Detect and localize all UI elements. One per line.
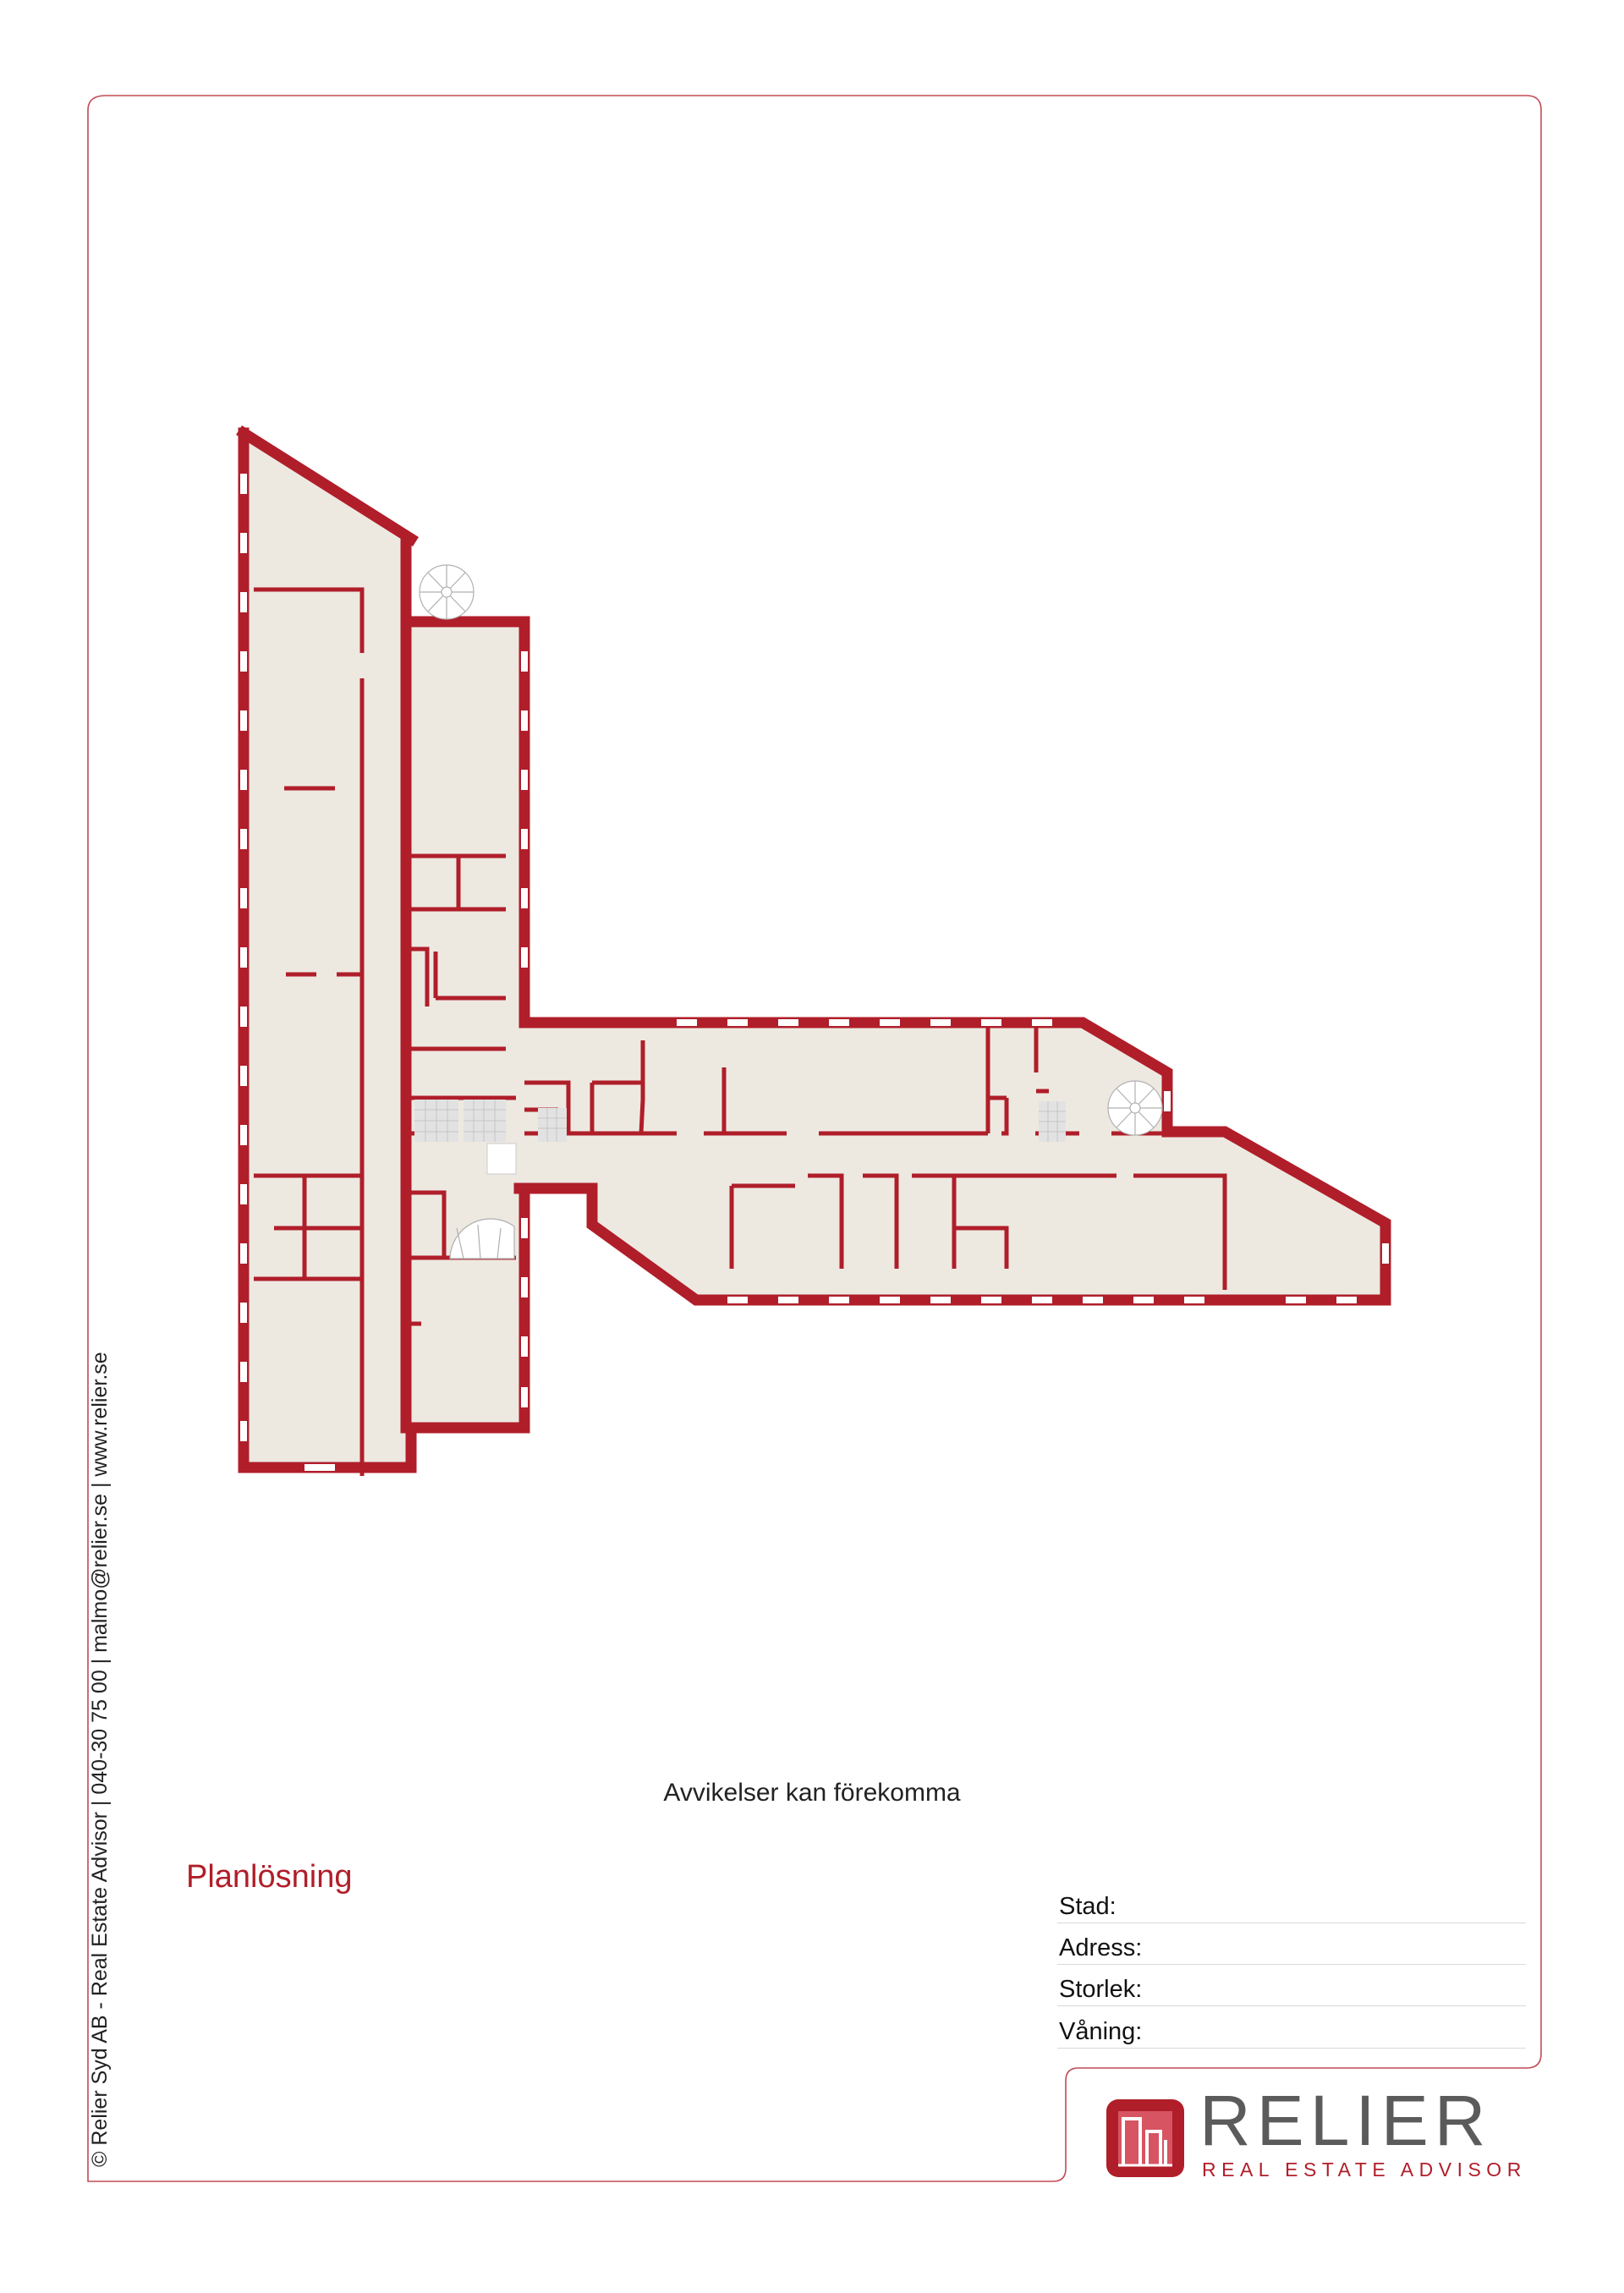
page-frame [87,95,1542,2182]
west-wing-floor [244,433,411,1467]
info-label: Storlek: [1059,1976,1143,2003]
outer-walls [236,425,1391,1473]
info-row-storlek: Storlek: [1057,1965,1526,2006]
windows [240,474,1389,1471]
spiral-stair-icon [419,564,1163,1259]
info-row-vaning: Våning: [1057,2007,1526,2049]
info-row-adress: Adress: [1057,1923,1526,1965]
info-label: Våning: [1059,2018,1143,2045]
disclaimer-text: Avvikelser kan förekomma [663,1779,961,1807]
info-row-stad: Stad: [1057,1882,1526,1923]
middle-wing-floor [406,622,524,1428]
info-label: Stad: [1059,1893,1116,1920]
info-label: Adress: [1059,1934,1143,1961]
interior-walls [254,587,1227,1476]
floor-plan [236,425,1391,1476]
brand-name: RELIER [1199,2081,1492,2160]
bathrooms [414,1100,1066,1175]
page-title: Planlösning [186,1859,353,1895]
east-wing-floor [519,1023,1385,1300]
brand-tagline: REAL ESTATE ADVISOR [1202,2159,1527,2181]
relier-building-logo [1106,2099,1184,2177]
contact-side-text: © Relier Syd AB - Real Estate Advisor | … [88,1352,112,2167]
